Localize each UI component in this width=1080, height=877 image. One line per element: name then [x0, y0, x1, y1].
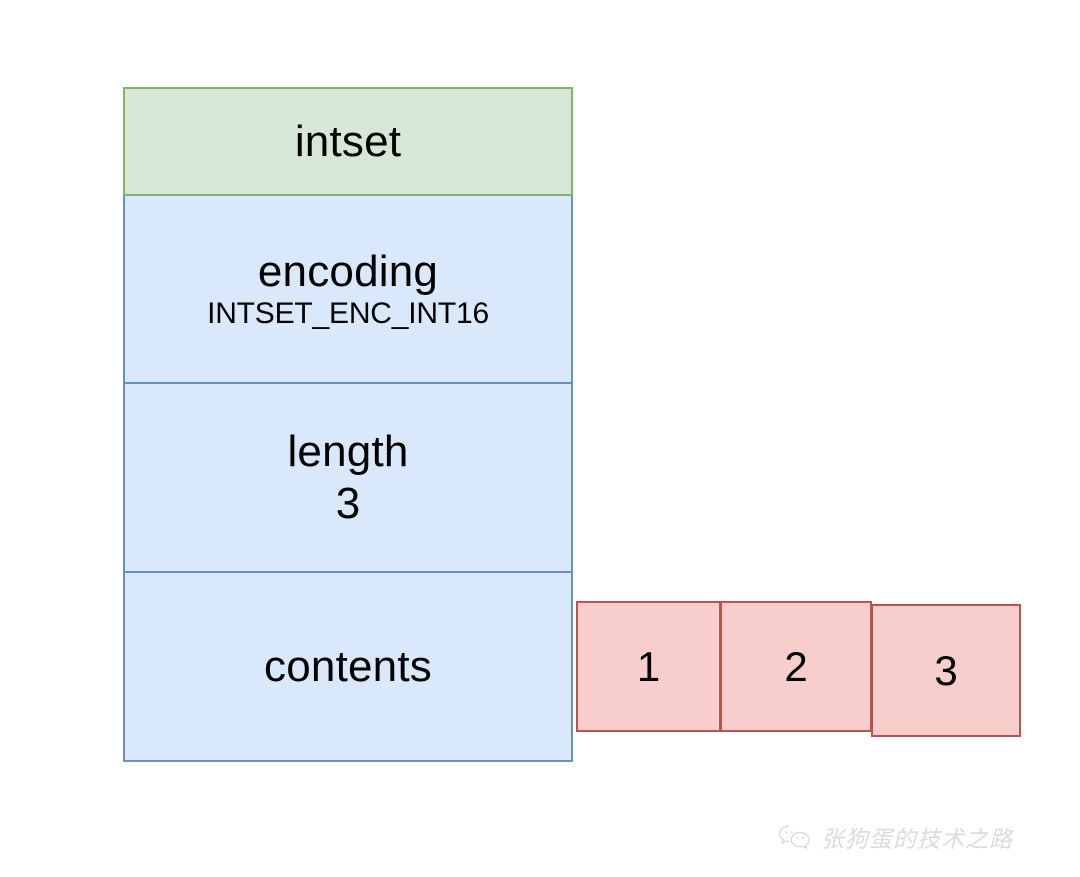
wechat-logo-icon: [778, 824, 812, 850]
field-cell-contents: contents: [123, 573, 573, 762]
watermark: 张狗蛋的技术之路: [778, 815, 1058, 859]
contents-array-value: 3: [934, 646, 958, 694]
field-cell-encoding: encoding INTSET_ENC_INT16: [123, 196, 573, 384]
field-value-encoding: INTSET_ENC_INT16: [207, 296, 489, 330]
contents-array-value: 1: [636, 642, 661, 690]
field-name-length: length: [287, 426, 409, 476]
struct-title-label: intset: [294, 116, 402, 166]
field-name-encoding: encoding: [257, 247, 439, 297]
watermark-text: 张狗蛋的技术之路: [821, 827, 1013, 853]
field-value-length: 3: [335, 478, 361, 528]
intset-struct: intset encoding INTSET_ENC_INT16 length …: [123, 87, 573, 762]
field-name-contents: contents: [264, 641, 432, 691]
contents-array-cell: 2: [720, 601, 872, 732]
contents-array-value: 2: [784, 642, 808, 690]
field-cell-length: length 3: [123, 384, 573, 573]
contents-array-cell: 3: [871, 604, 1021, 737]
contents-array-cell: 1: [576, 601, 721, 732]
struct-title-cell: intset: [123, 87, 573, 196]
